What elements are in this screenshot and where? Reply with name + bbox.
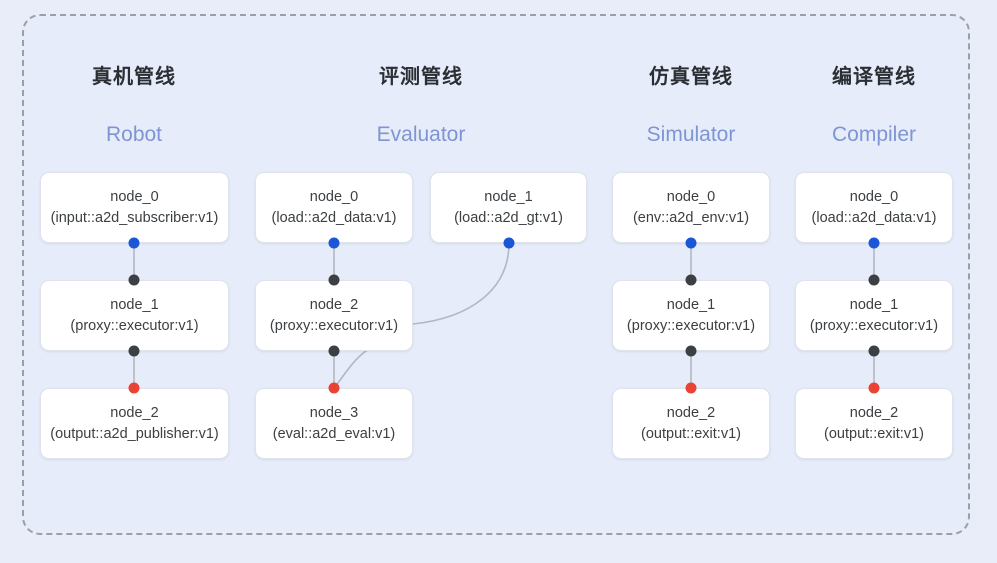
port-output-robot-0[interactable]	[128, 237, 140, 249]
port-output-compiler-0[interactable]	[868, 237, 880, 249]
node-label-name: node_2	[110, 404, 159, 421]
port-input-compiler-2[interactable]	[868, 382, 880, 394]
node-label-kind: (load::a2d_data:v1)	[271, 209, 397, 226]
port-input-compiler-1[interactable]	[868, 274, 880, 286]
column-title-en-compiler: Compiler	[831, 123, 917, 146]
node-label-name: node_1	[484, 188, 533, 205]
port-output-evaluator-gt[interactable]	[503, 237, 515, 249]
port-input-simulator-2[interactable]	[685, 382, 697, 394]
node-label-kind: (output::exit:v1)	[824, 425, 924, 442]
node-label-name: node_0	[849, 188, 899, 205]
port-input-robot-1[interactable]	[128, 274, 140, 286]
node-label-name: node_2	[666, 404, 716, 421]
node-label-name: node_1	[666, 296, 716, 313]
node-simulator-0[interactable]: node_0 (env::a2d_env:v1)	[612, 172, 770, 243]
node-label-kind: (proxy::executor:v1)	[269, 317, 399, 334]
node-compiler-1[interactable]: node_1 (proxy::executor:v1)	[795, 280, 953, 351]
node-label-kind: (proxy::executor:v1)	[809, 317, 939, 334]
column-title-en-evaluator: Evaluator	[376, 123, 466, 146]
node-label-name: node_2	[849, 404, 899, 421]
node-label-name: node_0	[110, 188, 159, 205]
port-output-evaluator-2[interactable]	[328, 345, 340, 357]
node-label-kind: (proxy::executor:v1)	[626, 317, 756, 334]
column-title-cn-compiler: 编译管线	[832, 66, 916, 88]
port-input-simulator-1[interactable]	[685, 274, 697, 286]
node-label-name: node_1	[110, 296, 159, 313]
node-robot-1[interactable]: node_1 (proxy::executor:v1)	[40, 280, 229, 351]
port-input-evaluator-2[interactable]	[328, 274, 340, 286]
node-label-name: node_2	[309, 296, 359, 313]
node-evaluator-2[interactable]: node_2 (proxy::executor:v1)	[255, 280, 413, 351]
port-output-evaluator-0[interactable]	[328, 237, 340, 249]
node-label-name: node_0	[666, 188, 716, 205]
port-output-robot-1[interactable]	[128, 345, 140, 357]
node-simulator-2[interactable]: node_2 (output::exit:v1)	[612, 388, 770, 459]
node-label-name: node_3	[309, 404, 359, 421]
node-label-name: node_0	[309, 188, 359, 205]
node-evaluator-3[interactable]: node_3 (eval::a2d_eval:v1)	[255, 388, 413, 459]
node-compiler-2[interactable]: node_2 (output::exit:v1)	[795, 388, 953, 459]
node-label-kind: (proxy::executor:v1)	[70, 317, 199, 334]
port-output-simulator-1[interactable]	[685, 345, 697, 357]
column-title-en-robot: Robot	[105, 123, 163, 146]
port-input-evaluator-3[interactable]	[328, 382, 340, 394]
column-title-cn-evaluator: 评测管线	[379, 66, 463, 88]
column-title-cn-simulator: 仿真管线	[649, 66, 733, 88]
port-output-simulator-0[interactable]	[685, 237, 697, 249]
node-label-kind: (env::a2d_env:v1)	[632, 209, 750, 226]
port-output-compiler-1[interactable]	[868, 345, 880, 357]
node-label-kind: (load::a2d_gt:v1)	[454, 209, 563, 226]
node-evaluator-gt[interactable]: node_1 (load::a2d_gt:v1)	[430, 172, 587, 243]
column-title-cn-robot: 真机管线	[92, 66, 176, 88]
node-label-kind: (eval::a2d_eval:v1)	[272, 425, 396, 442]
node-evaluator-0[interactable]: node_0 (load::a2d_data:v1)	[255, 172, 413, 243]
node-label-name: node_1	[849, 296, 899, 313]
column-title-en-simulator: Simulator	[646, 123, 736, 146]
node-compiler-0[interactable]: node_0 (load::a2d_data:v1)	[795, 172, 953, 243]
node-simulator-1[interactable]: node_1 (proxy::executor:v1)	[612, 280, 770, 351]
node-label-kind: (input::a2d_subscriber:v1)	[50, 209, 219, 226]
node-label-kind: (load::a2d_data:v1)	[811, 209, 937, 226]
port-input-robot-2[interactable]	[128, 382, 140, 394]
node-label-kind: (output::a2d_publisher:v1)	[50, 425, 219, 442]
node-robot-2[interactable]: node_2 (output::a2d_publisher:v1)	[40, 388, 229, 459]
node-label-kind: (output::exit:v1)	[641, 425, 741, 442]
node-robot-0[interactable]: node_0 (input::a2d_subscriber:v1)	[40, 172, 229, 243]
